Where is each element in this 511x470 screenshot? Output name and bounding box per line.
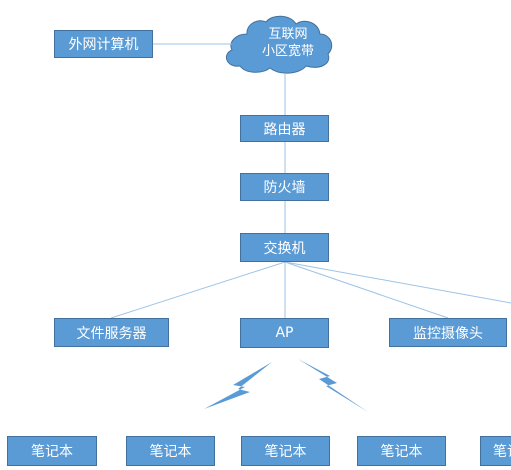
router-node: 路由器 [240,115,329,142]
laptop-node-1: 笔记本 [7,436,97,466]
link-switch-file-server [110,261,286,319]
laptop-node-3: 笔记本 [241,436,330,466]
camera-node: 监控摄像头 [389,318,507,347]
link-switch-offscreen [284,261,511,304]
wireless-bolt-left-icon [204,362,272,409]
cloud-label-line2: 小区宽带 [261,44,314,59]
internet-cloud: 互联网 小区宽带 [228,26,348,60]
firewall-node: 防火墙 [240,173,329,201]
cloud-label-line1: 互联网 [268,27,308,42]
cloud-shape [225,15,333,74]
switch-node: 交换机 [240,233,329,262]
link-switch-camera [284,261,449,319]
laptop-node-5: 笔记本 [480,436,511,466]
ap-node: AP [240,318,329,348]
wireless-bolt-right-icon [298,359,368,412]
laptop-node-2: 笔记本 [126,436,215,466]
file-server-node: 文件服务器 [54,318,169,347]
external-pc-node: 外网计算机 [54,30,153,58]
laptop-node-4: 笔记本 [357,436,446,466]
